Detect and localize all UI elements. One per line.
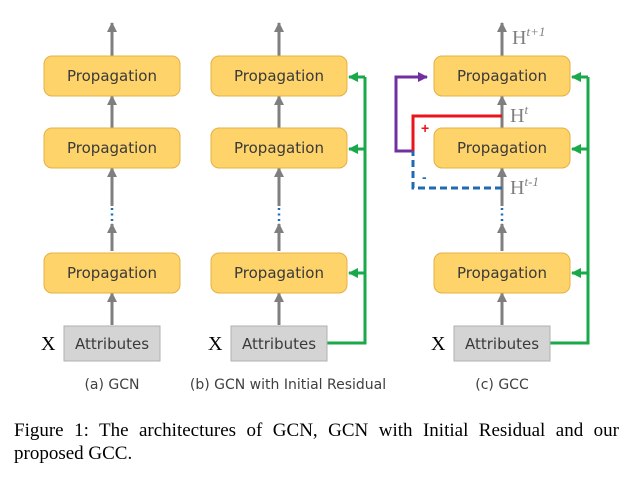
- attributes-block: Attributes: [453, 325, 551, 362]
- hidden-state-superscript: t-1: [524, 174, 538, 189]
- input-symbol: X: [431, 333, 446, 355]
- svg-text:Ht: Ht: [510, 102, 528, 127]
- hidden-state-label-next: Ht+1: [512, 24, 545, 49]
- propagation-label: Propagation: [234, 139, 324, 157]
- propagation-block: Propagation: [433, 55, 571, 97]
- skip-connection: [394, 71, 429, 153]
- propagation-label: Propagation: [234, 264, 324, 282]
- architecture-diagram: Propagation Propagation Propagation Attr…: [41, 21, 590, 393]
- initial-residual-trunk: [327, 77, 367, 345]
- hidden-state-label-previous: Ht-1: [510, 174, 539, 199]
- propagation-label: Propagation: [234, 67, 324, 85]
- propagation-block: Propagation: [433, 127, 571, 169]
- svg-text:Ht+1: Ht+1: [512, 24, 545, 49]
- svg-text:Ht-1: Ht-1: [510, 174, 539, 199]
- panel-caption: (b) GCN with Initial Residual: [190, 377, 386, 393]
- propagation-label: Propagation: [67, 139, 157, 157]
- figure-caption: Figure 1: The architectures of GCN, GCN …: [14, 420, 619, 464]
- propagation-label: Propagation: [67, 67, 157, 85]
- attributes-label: Attributes: [465, 335, 539, 353]
- propagation-label: Propagation: [457, 67, 547, 85]
- minus-sign: -: [422, 169, 427, 185]
- propagation-block: Propagation: [433, 252, 571, 294]
- hidden-state-base: H: [510, 177, 524, 199]
- attributes-label: Attributes: [242, 335, 316, 353]
- panel-gcn: Propagation Propagation Propagation Attr…: [41, 21, 181, 393]
- hidden-state-base: H: [510, 105, 524, 127]
- input-symbol: X: [208, 333, 223, 355]
- positive-connection: [411, 114, 502, 151]
- propagation-label: Propagation: [67, 264, 157, 282]
- propagation-block: Propagation: [210, 252, 348, 294]
- attributes-block: Attributes: [63, 325, 161, 362]
- propagation-label: Propagation: [457, 139, 547, 157]
- plus-sign: +: [421, 120, 429, 136]
- propagation-block: Propagation: [43, 252, 181, 294]
- attributes-block: Attributes: [230, 325, 328, 362]
- panel-caption: (c) GCC: [475, 377, 529, 393]
- propagation-block: Propagation: [210, 55, 348, 97]
- propagation-block: Propagation: [43, 127, 181, 169]
- panel-caption: (a) GCN: [84, 377, 139, 393]
- hidden-state-label-current: Ht: [510, 102, 528, 127]
- attributes-label: Attributes: [75, 335, 149, 353]
- negative-connection: [411, 151, 502, 190]
- hidden-state-superscript: t: [524, 102, 528, 117]
- panel-gcc: + - Propagation Propagation Propagation …: [394, 21, 590, 393]
- hidden-state-base: H: [512, 27, 526, 49]
- propagation-label: Propagation: [457, 264, 547, 282]
- panel-gcn-initial-residual: Propagation Propagation Propagation Attr…: [190, 21, 386, 393]
- initial-residual-trunk: [550, 77, 590, 345]
- hidden-state-superscript: t+1: [526, 24, 545, 39]
- propagation-block: Propagation: [43, 55, 181, 97]
- propagation-block: Propagation: [210, 127, 348, 169]
- input-symbol: X: [41, 333, 56, 355]
